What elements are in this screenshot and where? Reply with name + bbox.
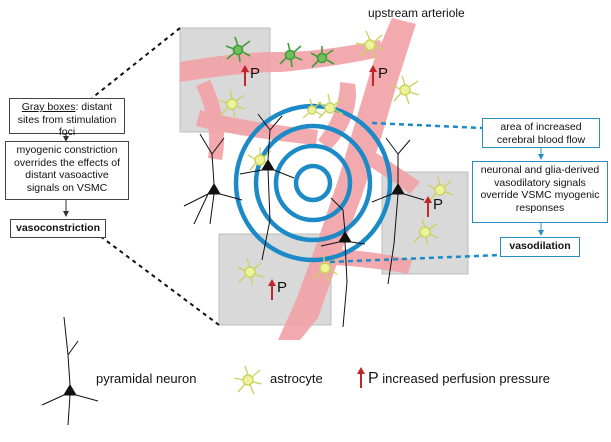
- perfusion-arrows: [241, 65, 432, 300]
- pyramidal-neuron-icon: [371, 137, 425, 285]
- blue-connectors: [329, 121, 501, 264]
- astrocyte-green-icon: [310, 46, 335, 68]
- legend-perfusion-text: increased perfusion pressure: [382, 371, 550, 386]
- gray-boxes-rest: : distant sites from stimulation foci: [17, 101, 117, 138]
- increased-flow-box: area of increased cerebral blood flow: [482, 118, 600, 148]
- astrocyte-icon: [355, 30, 385, 60]
- vasoconstriction-box: vasoconstriction: [10, 219, 106, 238]
- perfusion-marker-right: P: [433, 196, 444, 213]
- astrocyte-icon: [218, 89, 246, 118]
- astrocytes: [218, 30, 454, 286]
- gray-boxes-underlined: Gray boxes: [21, 101, 76, 113]
- myogenic-box: myogenic constriction overrides the effe…: [5, 141, 129, 200]
- astrocyte-icon: [391, 75, 420, 105]
- astrocyte-green-icon: [225, 36, 251, 63]
- upstream-arteriole-label: upstream arteriole: [368, 6, 465, 20]
- legend-astrocyte-label: astrocyte: [270, 371, 323, 386]
- legend-astrocyte-icon: [233, 365, 263, 395]
- pyramidal-neurons: [183, 113, 425, 328]
- ring-2: [273, 143, 353, 223]
- pyramidal-neuron-icon: [183, 133, 243, 225]
- astrocyte-icon: [247, 147, 273, 171]
- astrocyte-icon: [317, 93, 344, 119]
- legend-neuron-icon: [41, 316, 99, 426]
- astrocyte-icon: [413, 218, 439, 246]
- legend-perfusion-arrow-icon: [357, 367, 365, 388]
- pyramidal-neuron-icon: [239, 113, 295, 261]
- ring-1: [293, 163, 333, 203]
- astrocyte-icon: [427, 176, 454, 201]
- vasodilatory-box: neuronal and glia-derived vasodilatory s…: [472, 161, 608, 223]
- perfusion-marker-top-right: P: [378, 65, 389, 82]
- gray-box-top-left: [179, 27, 271, 133]
- legend-perfusion-p: P: [368, 370, 379, 387]
- ring-3: [253, 123, 373, 243]
- astrocyte-icon: [237, 258, 264, 286]
- zoom-lines: [91, 27, 220, 326]
- perfusion-marker-top-left: P: [250, 65, 261, 82]
- gray-boxes-note: Gray boxes: distant sites from stimulati…: [9, 98, 125, 138]
- vasodilation-box: vasodilation: [500, 237, 580, 257]
- pyramidal-neuron-icon: [320, 197, 366, 328]
- astrocyte-icon: [302, 98, 323, 119]
- legend-perfusion-label: P increased perfusion pressure: [368, 370, 550, 388]
- perfusion-marker-bottom: P: [277, 279, 288, 296]
- legend-neuron-label: pyramidal neuron: [96, 371, 197, 386]
- astrocytes-green: [225, 36, 335, 68]
- astrocyte-green-icon: [279, 42, 303, 68]
